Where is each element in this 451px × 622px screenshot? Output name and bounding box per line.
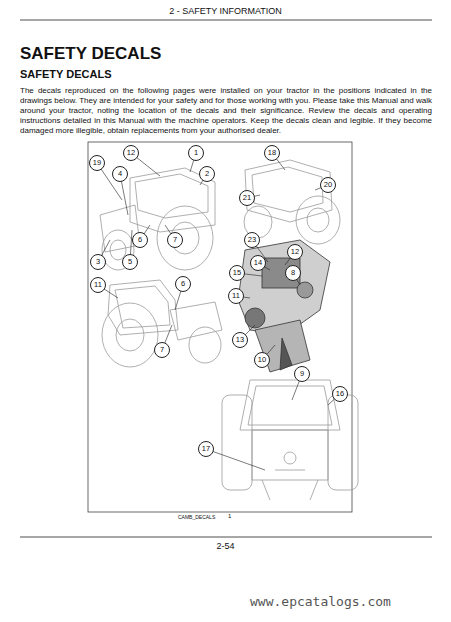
callout-circle: 11 (228, 288, 244, 304)
section-heading: SAFETY DECALS (20, 68, 111, 80)
callout-number: 19 (93, 159, 101, 167)
callout-number: 6 (181, 280, 185, 288)
callout-circle: 16 (332, 386, 348, 402)
callout-circle: 12 (287, 244, 303, 260)
callout-circle: 17 (198, 441, 214, 457)
callout-number: 12 (127, 149, 135, 157)
callout-number: 5 (128, 258, 132, 266)
page-title: SAFETY DECALS (20, 44, 161, 64)
callout-circle: 12 (123, 145, 139, 161)
callout-number: 1 (194, 149, 198, 157)
callout-circle: 9 (294, 366, 310, 382)
figure-number: 1 (228, 513, 231, 519)
callout-circle: 2 (199, 166, 215, 182)
callout-number: 13 (236, 336, 244, 344)
callout-number: 11 (232, 292, 240, 300)
callout-number: 6 (138, 236, 142, 244)
figure-code: CAMB_DECALS (178, 514, 215, 520)
callout-number: 21 (243, 194, 251, 202)
callout-number: 9 (300, 370, 304, 378)
page-number: 2-54 (0, 541, 451, 551)
callout-number: 11 (94, 281, 102, 289)
callout-number: 8 (291, 269, 295, 277)
callout-circle: 7 (167, 232, 183, 248)
callout-circle: 8 (285, 265, 301, 281)
callout-circle: 6 (132, 232, 148, 248)
intro-paragraph: The decals reproduced on the following p… (20, 86, 432, 136)
callout-circle: 15 (229, 265, 245, 281)
callout-circle: 11 (90, 277, 106, 293)
callout-circle: 7 (154, 342, 170, 358)
watermark: www.epcatalogs.com (250, 594, 391, 609)
callout-number: 7 (173, 236, 177, 244)
callout-circle: 4 (112, 166, 128, 182)
callout-circle: 6 (175, 276, 191, 292)
callout-number: 7 (160, 346, 164, 354)
callout-circle: 1 (188, 145, 204, 161)
callout-circle: 14 (250, 255, 266, 271)
callout-number: 15 (233, 269, 241, 277)
callout-circle: 20 (320, 177, 336, 193)
running-header: 2 - SAFETY INFORMATION (0, 6, 451, 16)
callout-circle: 23 (244, 232, 260, 248)
callout-circle: 19 (89, 155, 105, 171)
callout-number: 2 (205, 170, 209, 178)
callout-circle: 10 (254, 352, 270, 368)
callout-number: 16 (336, 390, 344, 398)
callout-number: 14 (254, 259, 262, 267)
callout-circle: 5 (122, 254, 138, 270)
callout-number: 3 (96, 258, 100, 266)
callout-number: 17 (202, 445, 210, 453)
callout-number: 4 (118, 170, 122, 178)
callout-number: 23 (248, 236, 256, 244)
callout-circle: 13 (232, 332, 248, 348)
callout-number: 10 (258, 356, 266, 364)
callout-number: 18 (268, 149, 276, 157)
callout-circle: 3 (90, 254, 106, 270)
callout-circle: 21 (239, 190, 255, 206)
callout-number: 12 (291, 248, 299, 256)
callout-circle: 18 (264, 145, 280, 161)
callout-number: 20 (324, 181, 332, 189)
